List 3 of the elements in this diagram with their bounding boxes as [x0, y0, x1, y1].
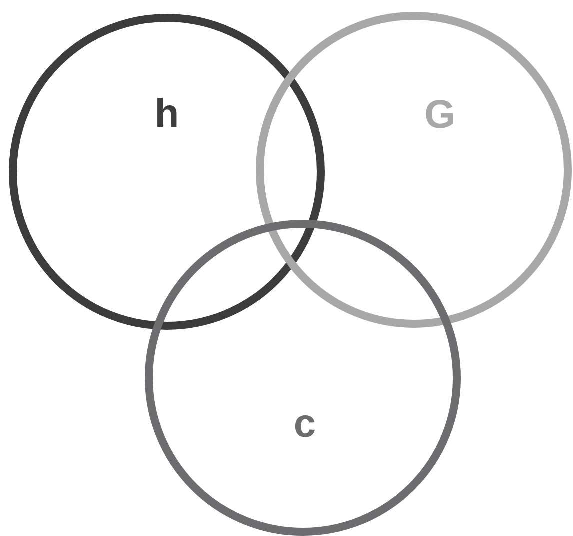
circle-label: G — [424, 95, 456, 135]
circle-label: h — [154, 94, 180, 134]
circle-label: c — [294, 404, 316, 444]
